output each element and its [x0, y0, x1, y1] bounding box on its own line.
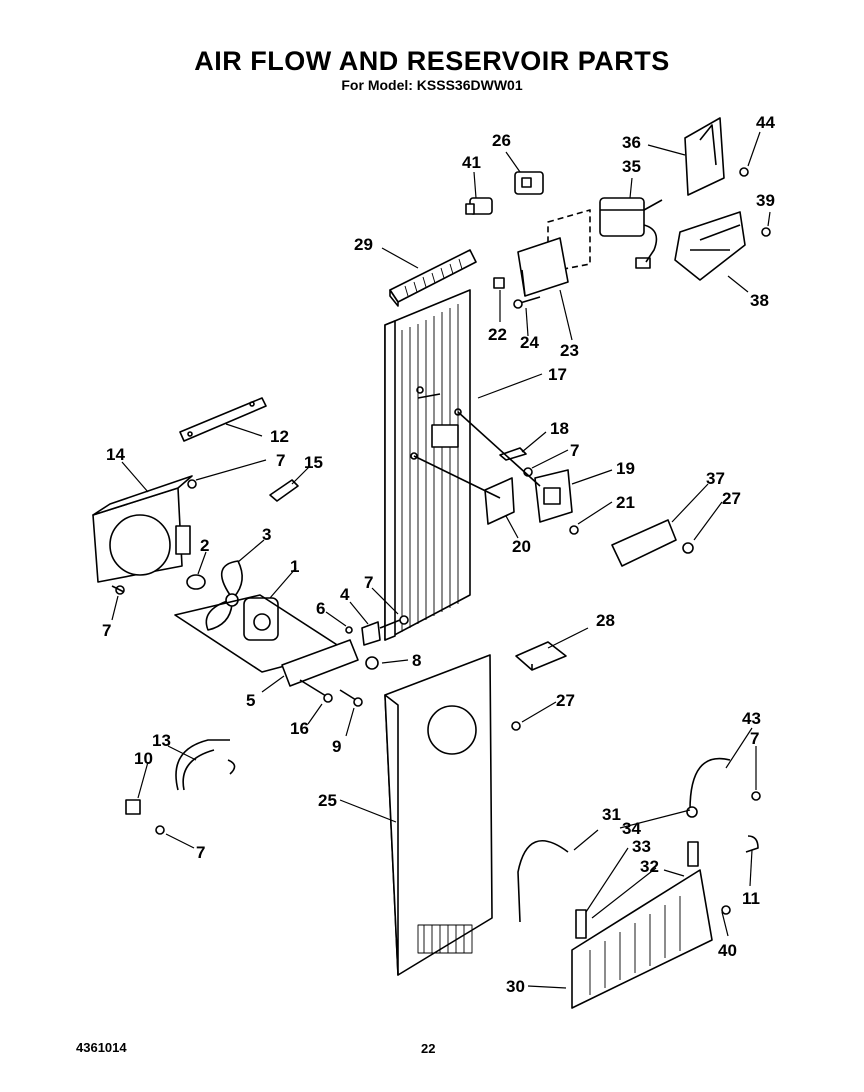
part-14-fan-shroud: [92, 475, 193, 583]
part-40-screw: [721, 905, 731, 915]
part-15-clip: [269, 479, 299, 502]
callout-36: 36: [622, 133, 641, 152]
callout-28: 28: [596, 611, 615, 630]
callout-40: 40: [718, 941, 737, 960]
callout-22: 22: [488, 325, 507, 344]
part-3-fan-blade: [205, 560, 243, 631]
callout-14: 14: [106, 445, 125, 464]
callout-35: 35: [622, 157, 641, 176]
part-35-transformer: [599, 197, 663, 269]
part-21-screw: [569, 525, 579, 535]
part-4-bracket: [361, 621, 381, 646]
callout-44: 44: [756, 113, 775, 132]
callout-38: 38: [750, 291, 769, 310]
callout-41: 41: [462, 153, 481, 172]
callout-12: 12: [270, 427, 289, 446]
part-25-rear-panel: [384, 654, 493, 976]
callout-3: 3: [262, 525, 271, 544]
part-13-harness: [175, 739, 230, 791]
callout-17: 17: [548, 365, 567, 384]
callout-27a: 27: [722, 489, 741, 508]
callout-7c: 7: [570, 441, 579, 460]
document-number: 4361014: [76, 1040, 127, 1055]
callout-26: 26: [492, 131, 511, 150]
part-39-screw: [761, 227, 771, 237]
callout-7d: 7: [102, 621, 111, 640]
callout-7a: 7: [364, 573, 373, 592]
callout-30: 30: [506, 977, 525, 996]
callout-11: 11: [742, 889, 760, 908]
callout-2: 2: [200, 536, 209, 555]
part-44-screw: [739, 167, 749, 177]
callout-24: 24: [520, 333, 539, 352]
part-36-cover: [684, 117, 725, 196]
callout-19: 19: [616, 459, 635, 478]
callout-34: 34: [622, 819, 641, 838]
callout-20: 20: [512, 537, 531, 556]
part-9-screw: [353, 697, 363, 707]
callout-15: 15: [304, 453, 323, 472]
part-24-screw: [513, 296, 541, 309]
callout-7f: 7: [750, 729, 759, 748]
callout-18: 18: [550, 419, 569, 438]
part-27-screw: [682, 542, 694, 554]
page-number: 22: [421, 1041, 436, 1056]
part-2-grommet: [186, 574, 206, 590]
callout-7e: 7: [196, 843, 205, 862]
part-11-clip: [745, 835, 759, 853]
callout-21: 21: [616, 493, 635, 512]
callout-25: 25: [318, 791, 337, 810]
callout-33: 33: [632, 837, 651, 856]
part-37-channel: [611, 519, 677, 567]
callout-43: 43: [742, 709, 761, 728]
callout-39: 39: [756, 191, 775, 210]
callout-31: 31: [602, 805, 621, 824]
callout-6: 6: [316, 599, 325, 618]
part-8-grommet: [365, 656, 379, 670]
part-18-clip: [499, 447, 527, 461]
part-32-fitting: [687, 841, 699, 867]
part-12-strip: [179, 397, 267, 442]
part-43-tube: [689, 757, 731, 811]
part-34-fitting: [575, 909, 587, 939]
part-23-bracket: [517, 237, 569, 297]
callout-13: 13: [152, 731, 171, 750]
part-6-nut: [345, 626, 353, 634]
part-30-reservoir: [571, 869, 713, 1009]
part-1-motor: [243, 597, 279, 641]
callout-4: 4: [340, 585, 350, 604]
part-31-tube: [517, 840, 569, 923]
part-5-bracket: [281, 639, 359, 687]
part-38-mount: [674, 211, 746, 281]
part-16-screw: [323, 693, 333, 703]
callout-10: 10: [134, 749, 153, 768]
part-29-grille: [389, 249, 477, 307]
callout-32: 32: [640, 857, 659, 876]
callout-9: 9: [332, 737, 341, 756]
callout-27b: 27: [556, 691, 575, 710]
part-41-connector: [465, 197, 493, 215]
part-33-nut: [686, 806, 698, 818]
part-10-connector: [125, 799, 141, 815]
part-19-housing: [534, 469, 573, 523]
part-22-clip: [493, 277, 505, 289]
page-title: AIR FLOW AND RESERVOIR PARTS: [194, 46, 670, 76]
callout-23: 23: [560, 341, 579, 360]
callout-1: 1: [290, 557, 299, 576]
callout-5: 5: [246, 691, 255, 710]
callout-16: 16: [290, 719, 309, 738]
part-20-plate: [484, 477, 515, 525]
part-28-pad: [515, 641, 567, 671]
callout-8: 8: [412, 651, 421, 670]
part-26-block: [514, 171, 544, 195]
callout-29: 29: [354, 235, 373, 254]
callout-37: 37: [706, 469, 725, 488]
part-17-air-duct-panel: [384, 289, 471, 641]
callout-7b: 7: [276, 451, 285, 470]
model-subtitle: For Model: KSSS36DWW01: [341, 77, 523, 93]
